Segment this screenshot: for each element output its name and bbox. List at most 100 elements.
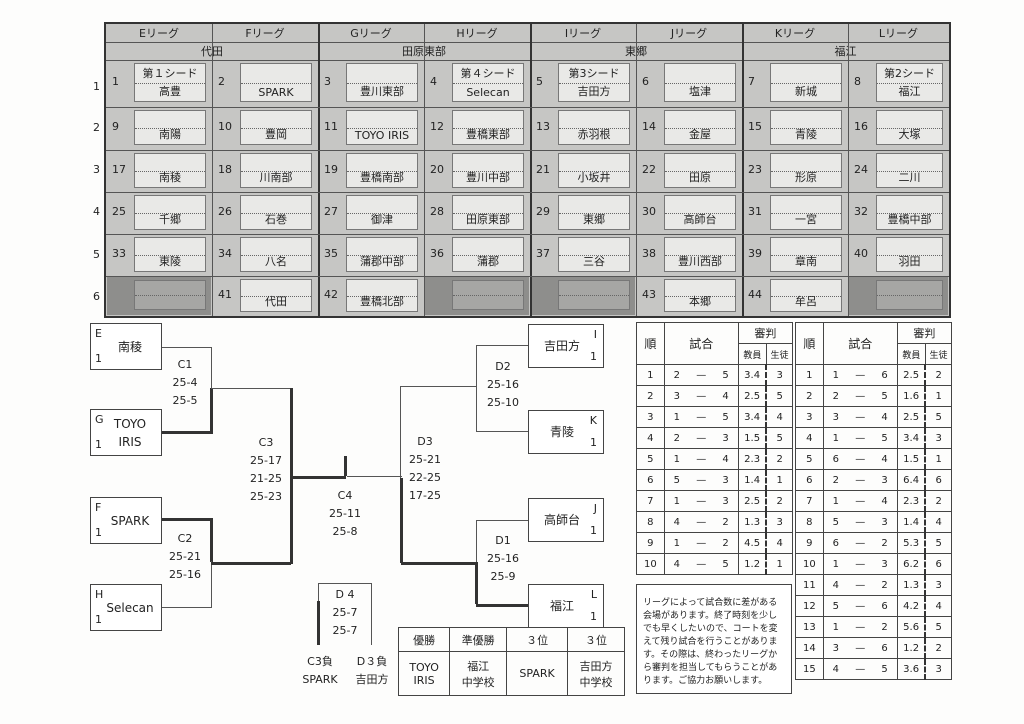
result-cell: 1.5 — [896, 448, 927, 470]
league-rank: 1 — [590, 524, 597, 537]
bracket-team-name: Selecan — [106, 600, 154, 615]
result-cell: — — [689, 511, 714, 533]
result-cell: 9 — [795, 532, 824, 554]
result-cell: 3 — [765, 511, 794, 533]
bracket-line — [371, 583, 372, 645]
seed-label: 第3シード — [568, 67, 620, 80]
seed-label: 第2シード — [884, 67, 935, 80]
result-cell: 2.5 — [737, 490, 768, 512]
team-slot: 豊岡 — [240, 110, 312, 145]
result-cell: — — [689, 385, 714, 407]
result-cell: 2 — [872, 574, 898, 596]
result-cell: 5 — [872, 385, 898, 407]
bracket-line — [476, 604, 528, 607]
result-cell: 3 — [636, 406, 665, 428]
slot-number: 38 — [642, 247, 656, 260]
result-cell: 2 — [924, 637, 953, 659]
result-cell: 13 — [795, 616, 824, 638]
result-cell: 3 — [924, 574, 953, 596]
bracket-team-name: 福江 — [549, 599, 574, 613]
match-score: 25-7 — [332, 624, 358, 637]
result-cell: — — [848, 427, 873, 449]
team-slot: 三谷 — [558, 237, 630, 272]
result-cell: 1 — [822, 490, 849, 512]
bracket-line — [290, 476, 293, 564]
team-slot: 南陽 — [134, 110, 206, 145]
match-label: C1 — [177, 358, 193, 371]
team-name: 蒲郡中部 — [360, 255, 404, 268]
team-slot: 川南部 — [240, 153, 312, 188]
slot-number: 25 — [112, 205, 126, 218]
result-cell: 2 — [924, 364, 953, 386]
league-letter: G — [95, 413, 104, 426]
match-score: 25-16 — [487, 552, 519, 565]
third-place-cell: 吉田方中学校 — [566, 651, 626, 696]
result-cell: 4.2 — [896, 595, 927, 617]
result-cell: 3 — [663, 385, 690, 407]
slot-number: 35 — [324, 247, 338, 260]
bracket-team-name: IRIS — [118, 434, 142, 449]
team-slot: 豊橋中部 — [876, 195, 943, 230]
team-slot: 南稜 — [134, 153, 206, 188]
team-name: 川南部 — [259, 171, 293, 184]
bracket-line — [344, 456, 347, 476]
empty-slot-box — [876, 280, 943, 310]
third-label: C3負 — [307, 655, 333, 668]
slot-number: 1 — [112, 75, 119, 88]
result-cell: — — [848, 511, 873, 533]
team-slot: TOYO IRIS — [346, 110, 418, 145]
team-name: 田原 — [689, 171, 711, 184]
team-slot: 小坂井 — [558, 153, 630, 188]
result-cell: — — [848, 553, 873, 575]
team-name: 牟呂 — [795, 295, 817, 308]
slot-number: 2 — [218, 75, 225, 88]
result-cell: 4 — [924, 595, 953, 617]
team-name: 豊川中部 — [466, 171, 510, 184]
result-cell: 5 — [822, 595, 849, 617]
result-cell: — — [848, 658, 873, 680]
slot-number: 36 — [430, 247, 444, 260]
slot-number: 43 — [642, 288, 656, 301]
result-cell: 5 — [765, 427, 794, 449]
league-letter: J — [593, 502, 597, 515]
teacher-header: 教員 — [737, 343, 767, 365]
match-score: 25-10 — [487, 396, 519, 409]
empty-slot-box — [134, 280, 206, 310]
team-name: 蒲郡 — [477, 255, 499, 268]
bracket-line — [317, 601, 320, 645]
match-score: 25-11 — [329, 507, 361, 520]
result-cell: 2 — [795, 385, 824, 407]
result-cell: 3.4 — [737, 406, 768, 428]
team-name: 高豊 — [159, 85, 181, 98]
team-name: 大塚 — [898, 128, 921, 141]
team-slot: 高師台 — [664, 195, 736, 230]
result-cell: 3 — [872, 553, 898, 575]
result-cell: 5 — [795, 448, 824, 470]
bracket-line — [211, 562, 291, 565]
team-slot: 東陵 — [134, 237, 206, 272]
team-name: 二川 — [898, 171, 921, 184]
result-cell: 5.3 — [896, 532, 927, 554]
slot-number: 26 — [218, 205, 232, 218]
slot-number: 44 — [748, 288, 762, 301]
bracket-line — [211, 561, 212, 607]
winner-header: ３位 — [566, 627, 626, 652]
result-cell: 2 — [872, 616, 898, 638]
team-name: 南稜 — [159, 171, 181, 184]
winner-header: 準優勝 — [449, 627, 508, 652]
result-cell: — — [848, 574, 873, 596]
result-cell: 4 — [765, 406, 794, 428]
